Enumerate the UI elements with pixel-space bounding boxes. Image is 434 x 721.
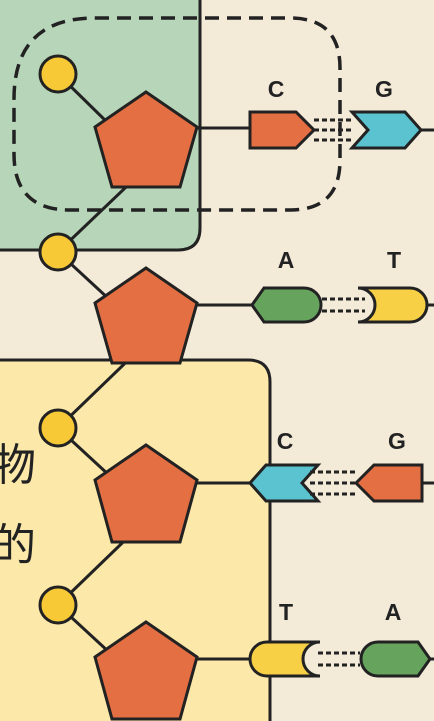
base-label-c-1: C [268, 76, 285, 102]
base-pair-3: C G [247, 428, 424, 503]
base-pair-2: A T [250, 247, 429, 324]
base-g-3 [353, 463, 424, 503]
sugar-1 [93, 90, 199, 189]
base-label-c-3: C [277, 428, 294, 454]
nucleotide-highlight-outline [12, 16, 342, 212]
base-label-g-3: G [388, 428, 406, 454]
side-text-1: 物 [0, 440, 36, 491]
base-label-g-1: G [375, 76, 393, 102]
hydrogen-bonds-4 [318, 651, 360, 667]
base-c-1 [248, 110, 317, 150]
base-t-4 [248, 640, 321, 678]
base-g-1 [348, 110, 424, 150]
phosphate-3 [38, 408, 78, 448]
base-a-4 [359, 640, 432, 678]
hydrogen-bonds-2 [322, 297, 365, 313]
base-label-a-2: A [278, 247, 295, 273]
phosphate-4 [38, 585, 78, 625]
base-pair-1: C G [248, 76, 424, 150]
base-label-t-2: T [387, 247, 401, 273]
base-label-a-4: A [385, 599, 402, 625]
phosphate-2 [38, 232, 78, 272]
base-pair-4: T A [248, 599, 432, 678]
base-c-3 [247, 463, 322, 503]
sugar-3 [93, 443, 199, 544]
base-t-2 [357, 286, 429, 324]
phosphate-1 [38, 54, 78, 94]
hydrogen-bonds-1 [314, 118, 352, 142]
base-label-t-4: T [279, 599, 293, 625]
side-text-2: 的 [0, 520, 36, 571]
base-a-2 [250, 286, 323, 324]
sugar-2 [93, 266, 199, 365]
sugar-4 [93, 620, 199, 721]
